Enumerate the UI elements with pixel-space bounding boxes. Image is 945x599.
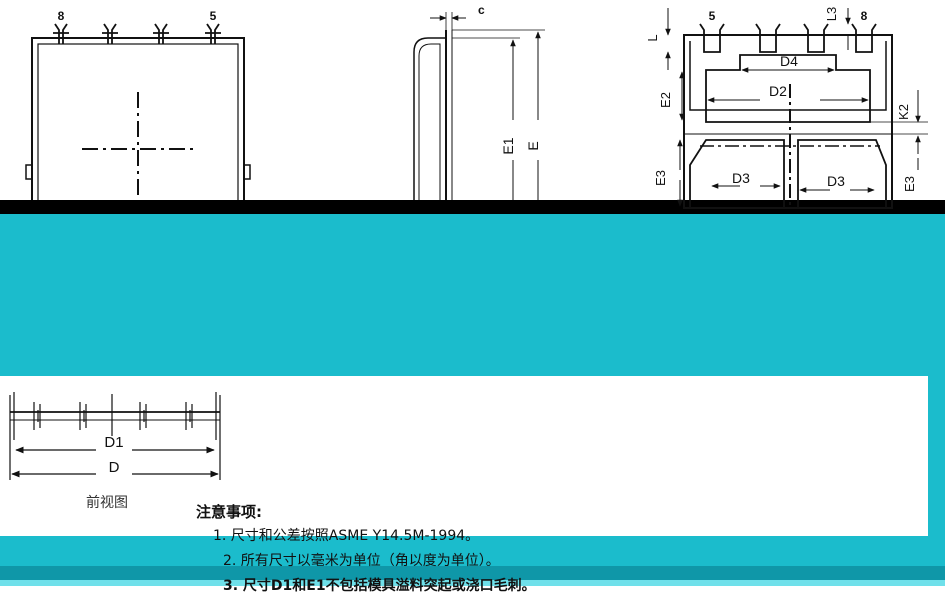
dim-k2-label: K2 <box>896 104 911 120</box>
dim-d3-left-label: D3 <box>732 170 750 186</box>
dim-l3-label: L3 <box>824 7 839 21</box>
side-view <box>413 12 545 208</box>
notes-heading: 注意事项: <box>196 503 262 521</box>
note-item-2: 2. 所有尺寸以毫米为单位（角以度为单位）。 <box>223 553 500 569</box>
bottom-view-outline <box>683 34 893 209</box>
dim-d-label: D <box>109 459 120 476</box>
black-bar <box>20 200 660 214</box>
note-item-3: 3. 尺寸D1和E1不包括模具溢料突起或浇口毛刺。 <box>223 578 536 594</box>
cyan-band-bottom-dark <box>0 566 945 580</box>
dim-l-label: L <box>645 34 660 41</box>
dim-e-label: E <box>525 141 541 150</box>
dim-e1-label: E1 <box>500 137 516 154</box>
dim-c-label: c <box>478 3 485 17</box>
dim-e3-right-label: E3 <box>902 176 917 192</box>
dim-d2-label: D2 <box>769 83 787 99</box>
cyan-band-large <box>0 214 945 376</box>
top-pin-8-label: 8 <box>58 9 65 23</box>
bottom-pin-8-label: 8 <box>861 9 868 23</box>
dim-e2-label: E2 <box>658 92 673 108</box>
top-pins <box>53 23 221 44</box>
dim-e3-left-label: E3 <box>653 170 668 186</box>
top-pin-5-label: 5 <box>210 9 217 23</box>
dim-d1-label: D1 <box>104 434 123 451</box>
bottom-view-dims <box>665 8 928 207</box>
front-view <box>9 392 221 480</box>
cyan-band-bottom-light <box>0 580 945 586</box>
front-view-caption: 前视图 <box>86 495 128 511</box>
note-item-1: 1. 尺寸和公差按照ASME Y14.5M-1994。 <box>213 528 480 544</box>
dim-d3-right-label: D3 <box>827 173 845 189</box>
bottom-pin-5-label: 5 <box>709 9 716 23</box>
bottom-view <box>683 23 893 209</box>
dim-d4-label: D4 <box>780 53 798 69</box>
top-view <box>25 23 251 209</box>
cyan-band-side <box>928 376 945 536</box>
